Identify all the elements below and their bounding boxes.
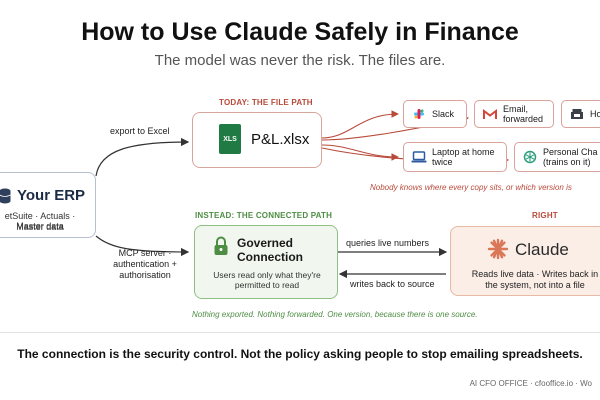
destination-label: Ho (590, 109, 600, 119)
claude-desc: Reads live data · Writes back in the sys… (471, 269, 599, 290)
file-name: P&L.xlsx (251, 131, 310, 148)
destination-label: Slack (432, 109, 455, 119)
excel-badge: XLS (223, 135, 237, 143)
connected-path-note: Nothing exported. Nothing forwarded. One… (192, 310, 478, 319)
chatgpt-icon (522, 149, 538, 165)
erp-box: Your ERP etSuite · Actuals · Master data (0, 172, 96, 238)
destination-personal-chat: Personal Cha (trains on it) (514, 142, 600, 172)
edge-label-mcp: MCP server · authentication + authorisat… (113, 248, 177, 280)
erp-title: Your ERP (17, 187, 86, 204)
database-icon (0, 188, 11, 209)
claude-box: Claude Reads live data · Writes back in … (450, 226, 600, 296)
destination-label: Laptop at home twice (432, 147, 495, 167)
destination-home: Ho (561, 100, 600, 128)
erp-subtitle-line2: Master data (16, 221, 64, 231)
slack-icon (411, 106, 427, 122)
claude-title: Claude (515, 240, 569, 259)
edge-label-writes: writes back to source (350, 279, 435, 289)
divider (0, 332, 600, 333)
governed-title: Governed Connection (237, 236, 303, 264)
excel-file-icon: XLS (219, 124, 241, 154)
connected-path-label: INSTEAD: THE CONNECTED PATH (195, 211, 333, 220)
lock-icon (213, 236, 229, 261)
governed-connection-box: Governed Connection Users read only what… (194, 225, 338, 299)
page-title: How to Use Claude Safely in Finance (81, 18, 519, 46)
edge-mcp-server (95, 235, 190, 257)
laptop-icon (411, 149, 427, 165)
destination-email: Email, forwarded (474, 100, 554, 128)
email-icon (482, 106, 498, 122)
claude-logo-icon (487, 238, 509, 265)
file-path-note: Nobody knows where every copy sits, or w… (370, 183, 572, 192)
destination-label: Personal Cha (trains on it) (543, 147, 598, 167)
home-icon (569, 106, 585, 122)
destination-label: Email, forwarded (503, 104, 544, 124)
page-subtitle: The model was never the risk. The files … (154, 52, 446, 69)
edge-file-to-slack (321, 110, 400, 139)
footer-credit: AI CFO OFFICE · cfooffice.io · Wo (469, 379, 592, 388)
governed-desc: Users read only what they're permitted t… (213, 270, 321, 290)
file-path-label: TODAY: THE FILE PATH (219, 98, 313, 107)
destination-slack: Slack (403, 100, 467, 128)
excel-file-box: XLS P&L.xlsx (192, 112, 322, 168)
erp-subtitle: etSuite · Actuals · Master data (4, 211, 76, 232)
edge-label-queries: queries live numbers (346, 238, 430, 248)
right-label: RIGHT (532, 211, 558, 220)
edge-label-export: export to Excel (110, 126, 170, 136)
edge-file-to-laptop (321, 144, 400, 161)
bottom-message: The connection is the security control. … (17, 347, 583, 361)
destination-laptop: Laptop at home twice (403, 142, 507, 172)
edge-export-to-excel (95, 137, 190, 177)
